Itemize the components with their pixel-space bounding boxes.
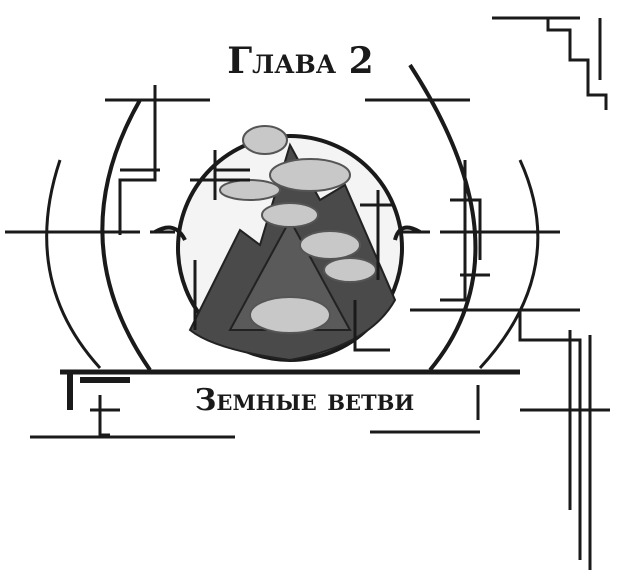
- chapter-heading: Глава 2: [227, 40, 374, 82]
- mountain-medallion: [153, 125, 422, 362]
- chapter-subtitle: Земные ветви: [194, 383, 415, 418]
- corner-ornament-top-right: [492, 16, 608, 110]
